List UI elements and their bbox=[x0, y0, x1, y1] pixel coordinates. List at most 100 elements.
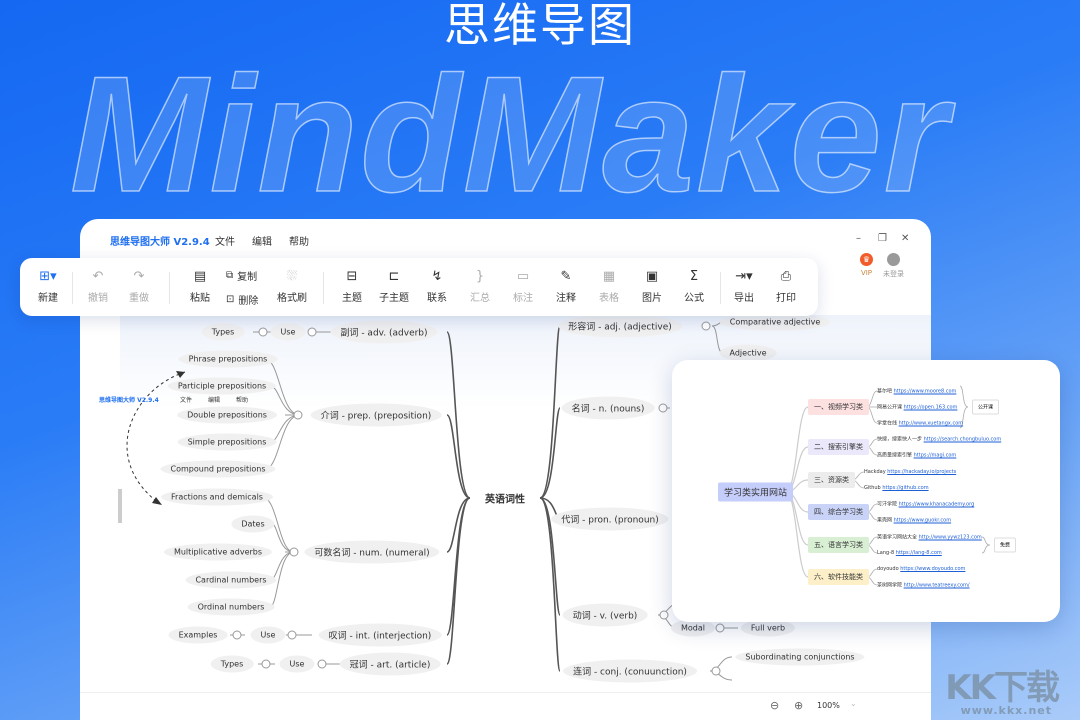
subtopic[interactable]: Use bbox=[250, 626, 286, 644]
subtopic[interactable]: Multiplicative adverbs bbox=[163, 543, 273, 561]
subtopic[interactable]: Types bbox=[210, 655, 254, 673]
topic-verb[interactable]: 动词 - v. (verb) bbox=[562, 603, 648, 627]
collapse-icon[interactable] bbox=[659, 610, 669, 620]
topic-preposition[interactable]: 介词 - prep. (preposition) bbox=[310, 403, 442, 427]
format-brush-button[interactable]: ⛆格式刷 bbox=[277, 269, 307, 305]
collapse-icon[interactable] bbox=[317, 659, 327, 669]
chevron-down-icon[interactable]: ⌄ bbox=[850, 699, 857, 708]
sigma-icon: Σ bbox=[689, 269, 699, 284]
zoom-out-icon[interactable]: ⊖ bbox=[770, 699, 780, 712]
website-link[interactable]: https://github.com bbox=[882, 485, 929, 491]
website-link[interactable]: https://www.moore8.com bbox=[893, 388, 957, 395]
topic-nouns[interactable]: 名词 - n. (nouns) bbox=[561, 396, 655, 420]
card-category-node[interactable]: 三、资源类 bbox=[808, 472, 855, 488]
topic-conjunction[interactable]: 连词 - conj. (conuunction) bbox=[563, 659, 697, 683]
collapse-icon[interactable] bbox=[289, 547, 299, 557]
topic-adjective[interactable]: 形容词 - adj. (adjective) bbox=[558, 314, 682, 338]
card-category-node[interactable]: 六、软件技能类 bbox=[808, 569, 869, 585]
relation-button[interactable]: ↯联系 bbox=[427, 269, 447, 305]
menu-edit[interactable]: 编辑 bbox=[252, 237, 272, 248]
website-link[interactable]: https://search.chongbuluo.com bbox=[923, 436, 1002, 443]
topic-article[interactable]: 冠词 - art. (article) bbox=[339, 652, 441, 676]
website-link[interactable]: https://open.163.com bbox=[903, 404, 958, 411]
zoom-in-icon[interactable]: ⊕ bbox=[794, 699, 804, 712]
subtopic[interactable]: Subordinating conjunctions bbox=[735, 648, 865, 666]
collapse-icon[interactable] bbox=[711, 666, 721, 676]
export-button[interactable]: ⇥▾导出 bbox=[734, 269, 754, 305]
image-button[interactable]: ▣图片 bbox=[642, 269, 662, 305]
collapse-icon[interactable] bbox=[293, 410, 303, 420]
topic-interjection[interactable]: 叹词 - int. (interjection) bbox=[318, 623, 442, 647]
collapse-icon[interactable] bbox=[715, 623, 725, 633]
subtopic[interactable]: Participle prepositions bbox=[167, 377, 277, 395]
subtopic[interactable]: Compound prepositions bbox=[160, 460, 276, 478]
website-link[interactable]: http://www.xuetangx.com bbox=[898, 420, 964, 427]
topic-pronoun[interactable]: 代词 - pron. (pronoun) bbox=[551, 507, 669, 531]
subtopic-button[interactable]: ⊏子主题 bbox=[379, 269, 409, 305]
table-button[interactable]: ▦表格 bbox=[599, 269, 619, 305]
subtopic[interactable]: Examples bbox=[168, 626, 228, 644]
login-button[interactable]: 未登录 bbox=[883, 253, 904, 279]
print-button[interactable]: ⎙打印 bbox=[776, 269, 796, 305]
website-link[interactable]: http://www.yywz123.com bbox=[918, 534, 982, 541]
card-category-node[interactable]: 五、语言学习类 bbox=[808, 537, 869, 553]
card-tag[interactable]: 免费 bbox=[994, 537, 1017, 553]
website-link[interactable]: https://www.khanacademy.org bbox=[898, 501, 975, 508]
subtopic[interactable]: Modal bbox=[671, 619, 715, 637]
collapse-icon[interactable] bbox=[307, 327, 317, 337]
card-category-node[interactable]: 二、搜索引擎类 bbox=[808, 439, 869, 455]
subtopic[interactable]: Full verb bbox=[740, 619, 796, 637]
collapse-icon[interactable] bbox=[658, 403, 668, 413]
topic-numeral[interactable]: 可数名词 - num. (numeral) bbox=[304, 540, 440, 564]
subtopic[interactable]: Double prepositions bbox=[177, 406, 277, 424]
subtopic[interactable]: Comparative adjective bbox=[719, 313, 831, 331]
card-category-node[interactable]: 四、综合学习类 bbox=[808, 504, 869, 520]
maximize-button[interactable]: ❐ bbox=[878, 233, 887, 244]
subtopic[interactable]: Fractions and demicals bbox=[161, 488, 273, 506]
collapse-icon[interactable] bbox=[258, 327, 268, 337]
collapse-icon[interactable] bbox=[287, 630, 297, 640]
scrollbar[interactable] bbox=[118, 489, 122, 523]
website-link[interactable]: https://hackaday.io/projects bbox=[887, 469, 957, 475]
vip-button[interactable]: ♛ VIP bbox=[860, 253, 873, 277]
topic-adverb[interactable]: 副词 - adv. (adverb) bbox=[330, 320, 438, 344]
subtopic[interactable]: Use bbox=[270, 323, 306, 341]
callout-button[interactable]: ▭标注 bbox=[513, 269, 533, 305]
card-link-item: 可汗学院 https://www.khanacademy.org bbox=[877, 501, 975, 508]
website-link[interactable]: https://www.guokr.com bbox=[893, 517, 952, 524]
delete-button[interactable]: ⊡删除 bbox=[226, 294, 259, 307]
website-link[interactable]: https://www.doyoudo.com bbox=[900, 566, 966, 572]
website-link[interactable]: http://www.teatreexy.com/ bbox=[903, 582, 970, 589]
website-link[interactable]: https://lang-8.com bbox=[895, 550, 942, 556]
menu-help[interactable]: 帮助 bbox=[289, 237, 309, 248]
website-link[interactable]: https://magi.com bbox=[913, 452, 957, 459]
card-root-node[interactable]: 学习类实用网站 bbox=[718, 482, 794, 502]
menu-file[interactable]: 文件 bbox=[215, 237, 235, 248]
subtopic[interactable]: Dates bbox=[231, 515, 275, 533]
collapse-icon[interactable] bbox=[232, 630, 242, 640]
collapse-icon[interactable] bbox=[261, 659, 271, 669]
paste-button[interactable]: ▤粘贴 bbox=[190, 269, 210, 305]
card-category-node[interactable]: 一、视频学习类 bbox=[808, 399, 869, 415]
new-button[interactable]: ⊞▾新建 bbox=[38, 269, 58, 305]
note-button[interactable]: ✎注释 bbox=[556, 269, 576, 305]
copy-button[interactable]: ⧉复制 bbox=[226, 270, 258, 283]
topic-button[interactable]: ⊟主题 bbox=[342, 269, 362, 305]
redo-button[interactable]: ↷重做 bbox=[129, 269, 149, 305]
subtopic[interactable]: Ordinal numbers bbox=[187, 598, 275, 616]
subtopic[interactable]: Use bbox=[279, 655, 315, 673]
subtopic[interactable]: Phrase prepositions bbox=[178, 350, 278, 368]
root-node[interactable]: 英语词性 bbox=[479, 487, 531, 509]
subtopic[interactable]: Simple prepositions bbox=[177, 433, 277, 451]
subtopic[interactable]: Adjective bbox=[719, 344, 777, 362]
card-tag[interactable]: 公开课 bbox=[972, 399, 1000, 415]
zoom-level[interactable]: 100% bbox=[817, 701, 840, 710]
subtopic[interactable]: Types bbox=[201, 323, 245, 341]
undo-button[interactable]: ↶撤销 bbox=[88, 269, 108, 305]
close-button[interactable]: ✕ bbox=[901, 233, 910, 244]
subtopic[interactable]: Cardinal numbers bbox=[185, 571, 277, 589]
collapse-icon[interactable] bbox=[701, 321, 711, 331]
summary-button[interactable]: }汇总 bbox=[470, 269, 490, 305]
minimize-button[interactable]: – bbox=[856, 233, 861, 244]
